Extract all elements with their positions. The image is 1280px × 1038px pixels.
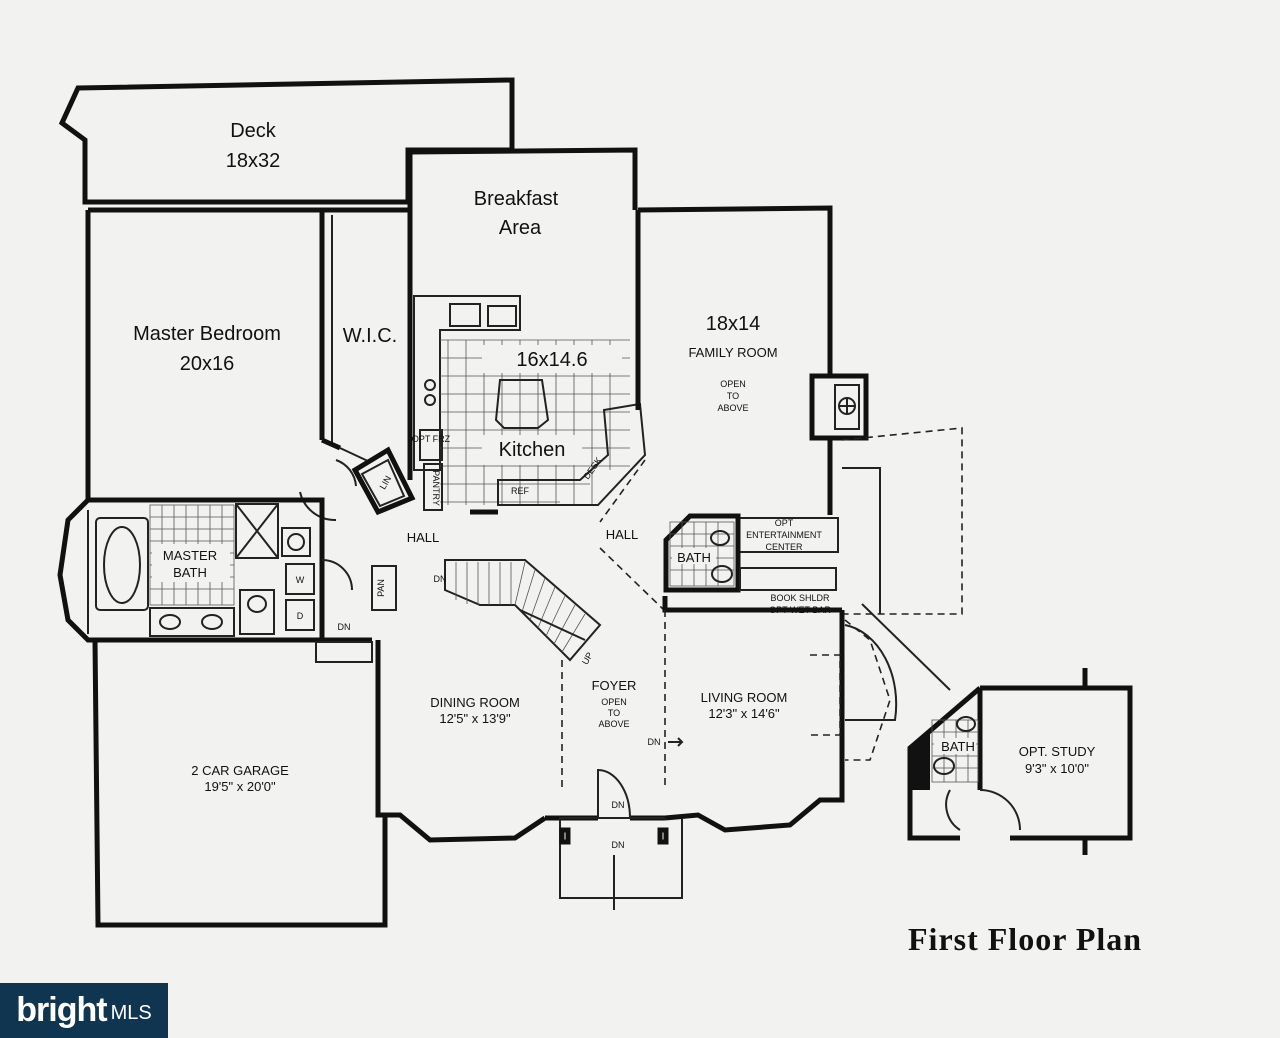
ref-label: REF bbox=[511, 486, 530, 496]
dn-porch-label: DN bbox=[612, 840, 625, 850]
master-bath-line1: MASTER bbox=[163, 548, 217, 563]
washer-label: W bbox=[296, 575, 305, 585]
family-room-size: 18x14 bbox=[706, 313, 761, 335]
entertainment-line3: CENTER bbox=[765, 542, 803, 552]
garage-size: 19'5" x 20'0" bbox=[204, 779, 276, 794]
laundry: W D PAN DN bbox=[281, 520, 397, 663]
family-room-note1: OPEN bbox=[720, 379, 746, 389]
foyer: FOYER OPEN TO ABOVE DN DN bbox=[545, 678, 683, 910]
deck: Deck 18x32 bbox=[58, 77, 515, 205]
family-room-note2: TO bbox=[727, 391, 739, 401]
breakfast-area: Breakfast Area bbox=[407, 147, 638, 300]
kitchen: 16x14.6 Kitchen REF DESK OPT FRZ PANTRY bbox=[407, 295, 647, 511]
sink-icon bbox=[449, 303, 481, 327]
lin-label: LIN bbox=[378, 474, 394, 491]
hall-left-label: HALL bbox=[407, 530, 440, 545]
book-shelf-line1: BOOK SHLDR bbox=[770, 593, 830, 603]
dn-living-label: DN bbox=[648, 737, 661, 747]
dining-room-name: DINING ROOM bbox=[430, 695, 520, 710]
opt-entertainment-center: OPT ENTERTAINMENT CENTER bbox=[738, 517, 839, 553]
dishwasher-icon bbox=[487, 305, 517, 327]
pantry-label: PANTRY bbox=[431, 470, 441, 506]
family-room-name: FAMILY ROOM bbox=[688, 345, 777, 360]
opt-study-size: 9'3" x 10'0" bbox=[1025, 761, 1089, 776]
dryer-label: D bbox=[297, 611, 304, 621]
garage-name: 2 CAR GARAGE bbox=[191, 763, 289, 778]
entertainment-line2: ENTERTAINMENT bbox=[746, 530, 822, 540]
staircase: DN UP bbox=[434, 559, 602, 667]
half-bath-label: BATH bbox=[677, 550, 711, 565]
foyer-note1: OPEN bbox=[601, 697, 627, 707]
family-room-note3: ABOVE bbox=[717, 403, 748, 413]
master-bath-line2: BATH bbox=[173, 565, 207, 580]
garage: 2 CAR GARAGE 19'5" x 20'0" bbox=[92, 639, 388, 928]
dn-stair-label: DN bbox=[434, 574, 447, 584]
logo-brand: bright bbox=[16, 991, 107, 1029]
master-bedroom: Master Bedroom 20x16 bbox=[85, 207, 410, 500]
deck-size: 18x32 bbox=[226, 150, 281, 172]
fireplace-icon bbox=[809, 373, 869, 441]
dining-room-size: 12'5" x 13'9" bbox=[439, 711, 511, 726]
foyer-note3: ABOVE bbox=[598, 719, 629, 729]
dn-front-door-label: DN bbox=[612, 800, 625, 810]
opt-study-name: OPT. STUDY bbox=[1019, 744, 1096, 759]
opt-study: BATH OPT. STUDY 9'3" x 10'0" bbox=[861, 603, 1133, 855]
plan-title: First Floor Plan bbox=[908, 921, 1142, 957]
desk-label: DESK bbox=[581, 455, 603, 481]
living-room: LIVING ROOM 12'3" x 14'6" DN bbox=[648, 596, 898, 833]
linen-closet: LIN bbox=[299, 446, 416, 522]
master-bedroom-size: 20x16 bbox=[180, 353, 235, 375]
kitchen-size: 16x14.6 bbox=[516, 349, 587, 371]
dining-room: DINING ROOM 12'5" x 13'9" bbox=[375, 640, 563, 843]
opt-frz-label: OPT FRZ bbox=[412, 434, 451, 444]
walk-in-closet: W.I.C. bbox=[320, 215, 397, 463]
living-room-size: 12'3" x 14'6" bbox=[708, 706, 780, 721]
logo-suffix: MLS bbox=[110, 1002, 152, 1024]
pan-label: PAN bbox=[376, 579, 386, 597]
family-room: 18x14 FAMILY ROOM OPEN TO ABOVE bbox=[635, 205, 963, 615]
master-bedroom-name: Master Bedroom bbox=[133, 323, 281, 345]
study-bath-label: BATH bbox=[941, 739, 975, 754]
master-bath: MASTER BATH bbox=[57, 497, 372, 643]
wic-label: W.I.C. bbox=[343, 325, 397, 347]
shower-icon bbox=[235, 503, 279, 559]
breakfast-name-line2: Area bbox=[499, 217, 542, 239]
breakfast-name-line1: Breakfast bbox=[474, 188, 559, 210]
half-bath: BATH bbox=[663, 513, 741, 593]
deck-name: Deck bbox=[230, 120, 277, 142]
up-stair-label: UP bbox=[580, 651, 595, 667]
dn-garage-label: DN bbox=[338, 622, 351, 632]
hall: HALL HALL bbox=[407, 459, 665, 611]
kitchen-island bbox=[494, 379, 550, 429]
kitchen-name: Kitchen bbox=[499, 439, 566, 461]
foyer-name: FOYER bbox=[592, 678, 637, 693]
bright-mls-logo: bright MLS bbox=[0, 983, 168, 1038]
hall-right-label: HALL bbox=[606, 527, 639, 542]
foyer-note2: TO bbox=[608, 708, 620, 718]
living-room-name: LIVING ROOM bbox=[701, 690, 788, 705]
entertainment-line1: OPT bbox=[775, 518, 794, 528]
front-porch bbox=[559, 817, 683, 899]
